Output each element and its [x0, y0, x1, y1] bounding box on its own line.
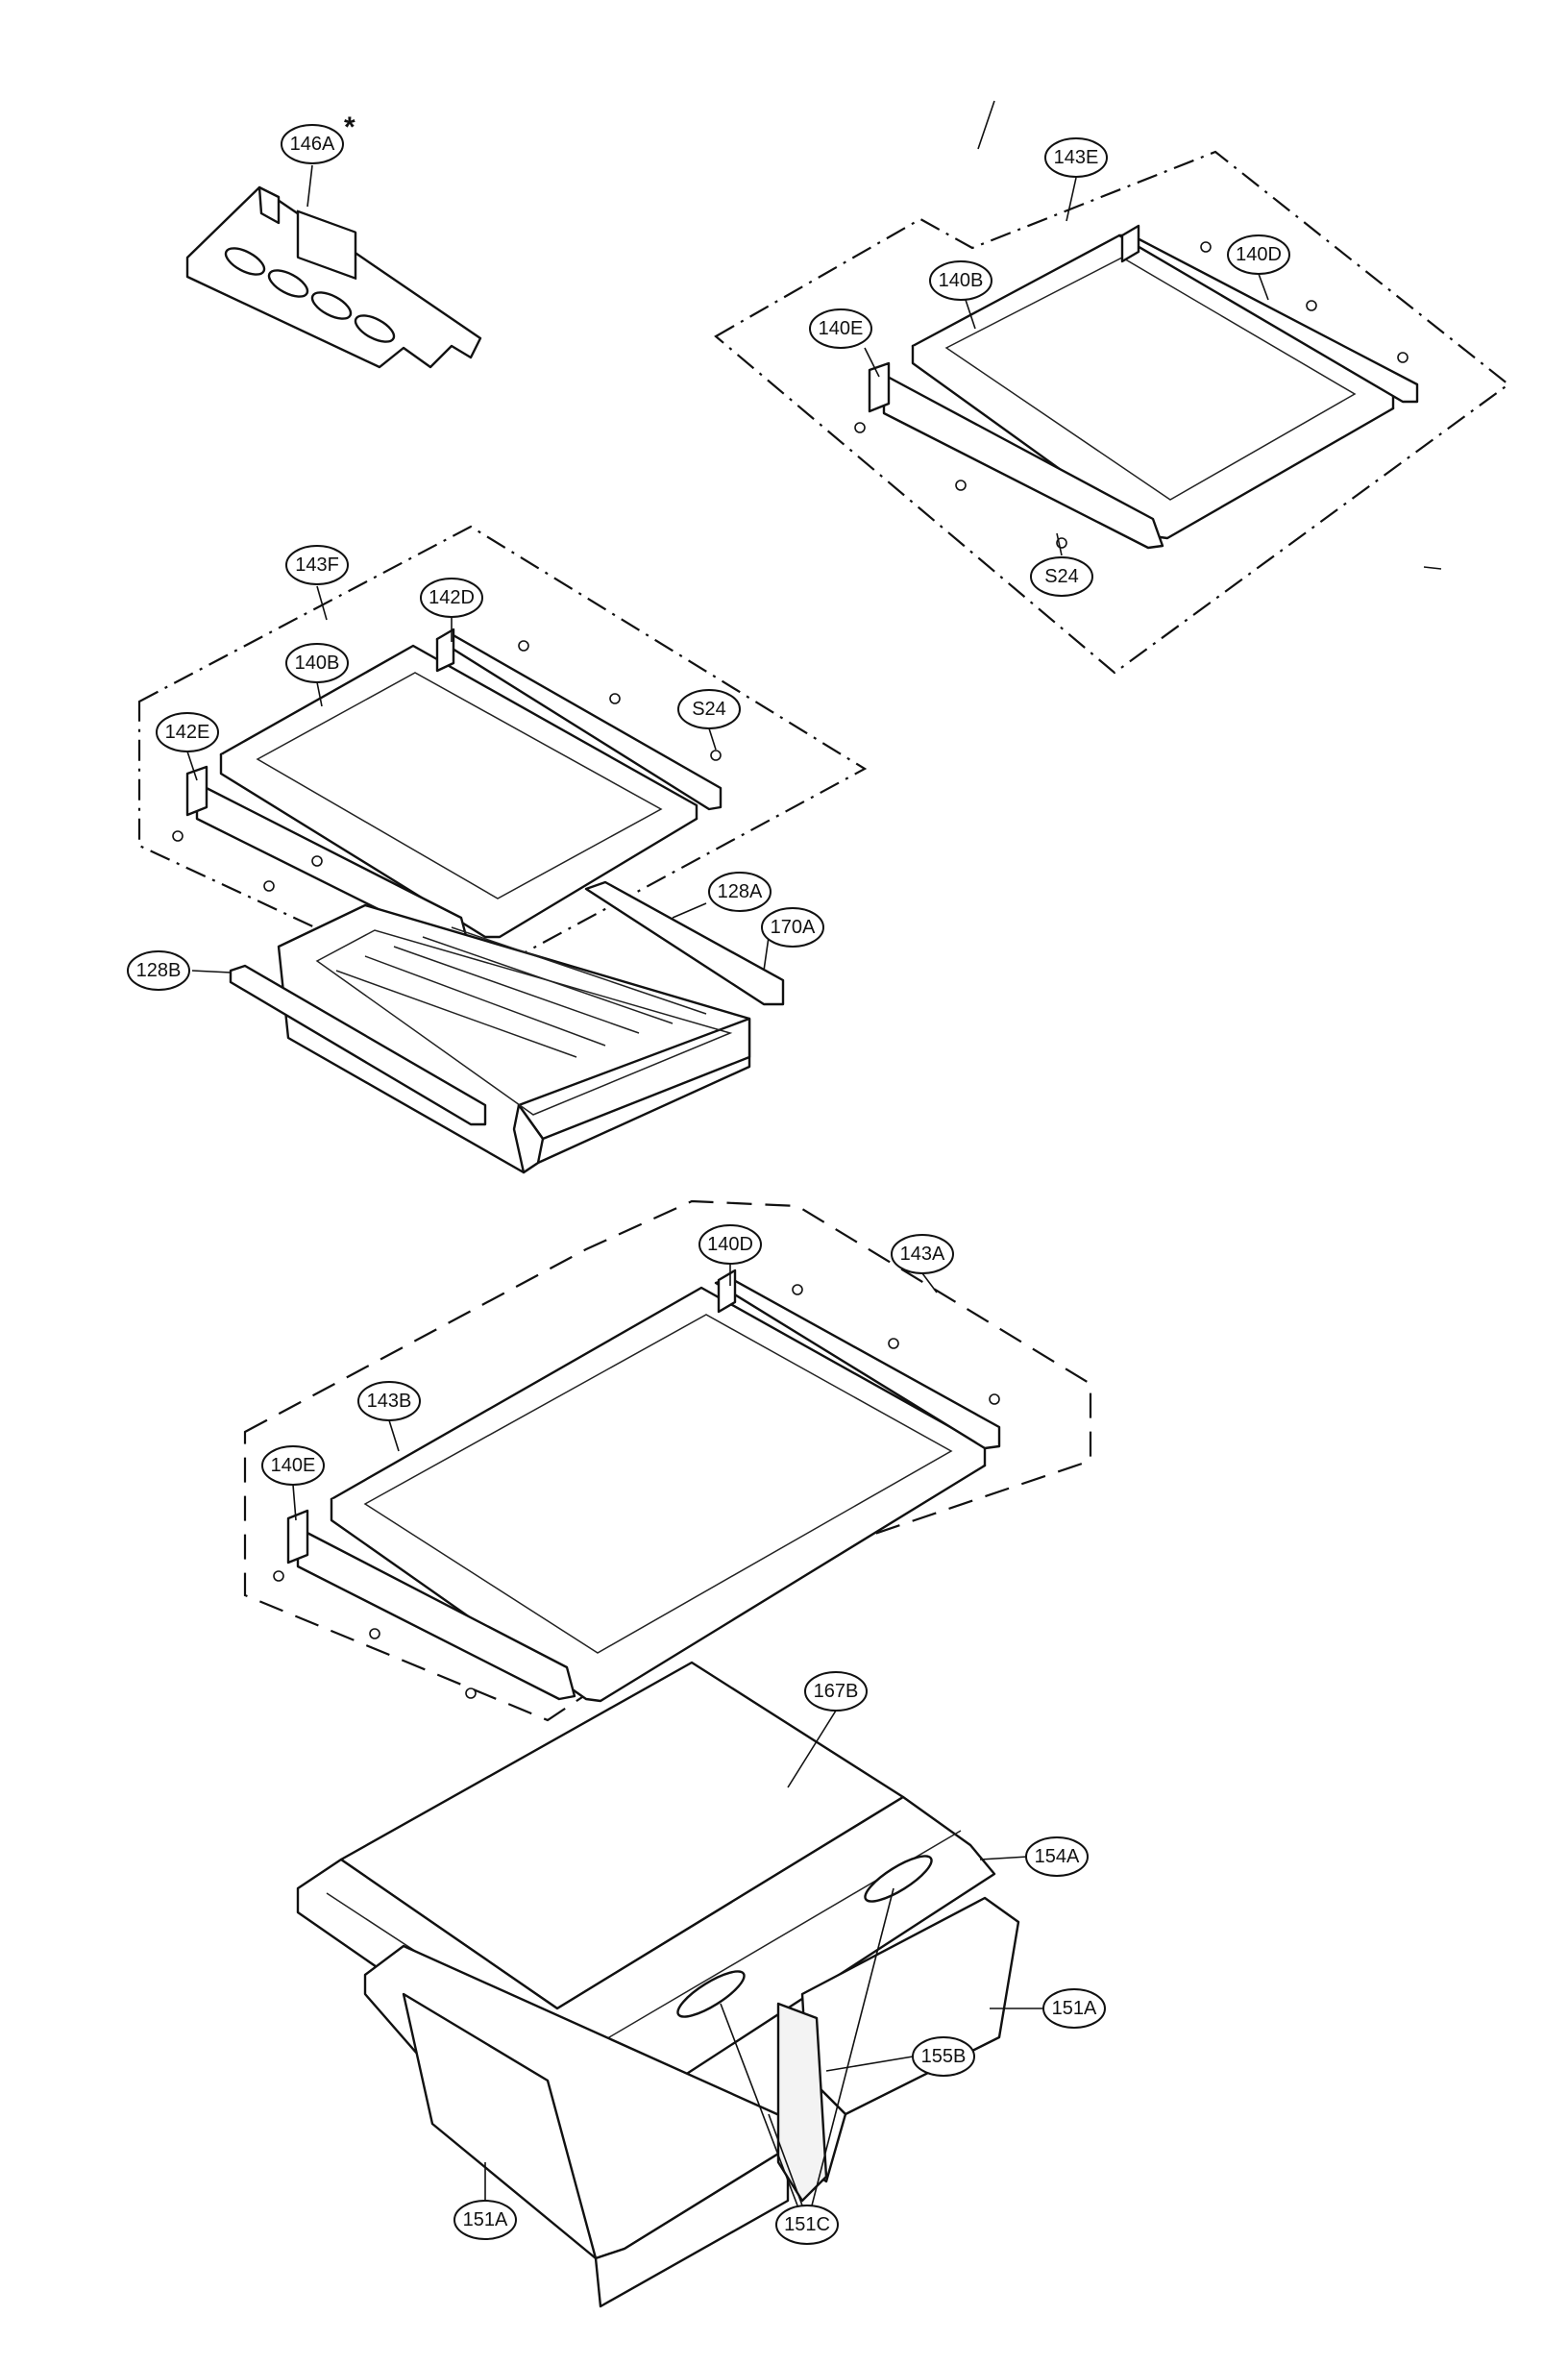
- callout-140D-top: 140D: [1227, 234, 1290, 275]
- callout-label: S24: [692, 699, 726, 720]
- callout-label: 128B: [136, 960, 182, 981]
- callout-142E: 142E: [156, 712, 219, 752]
- callout-label: 140D: [1236, 244, 1282, 265]
- callout-label: 170A: [771, 917, 816, 938]
- callout-140D-low: 140D: [698, 1224, 762, 1265]
- scan-mark: [977, 100, 995, 150]
- assembly-143F-middle-shelf: [137, 525, 868, 971]
- part-155B-divider: [776, 2002, 828, 2203]
- leader-lines: [186, 164, 1269, 2206]
- callout-label: 146A: [290, 134, 335, 155]
- callout-label: 155B: [921, 2046, 967, 2067]
- callout-140B-top: 140B: [929, 260, 992, 301]
- callout-142D: 142D: [420, 578, 483, 618]
- assembly-143E-top-shelf: [714, 150, 1510, 675]
- callout-label: 140B: [295, 653, 340, 674]
- callout-170A: 170A: [761, 907, 824, 948]
- callout-label: 167B: [814, 1681, 859, 1702]
- callout-140E-low: 140E: [261, 1445, 325, 1486]
- callout-label: 151A: [463, 2209, 508, 2230]
- callout-label: 142D: [429, 587, 475, 608]
- callout-label: 143B: [367, 1391, 412, 1412]
- callout-label: 151A: [1052, 1998, 1097, 2019]
- callout-128B: 128B: [127, 950, 190, 991]
- callout-label: 151C: [784, 2214, 830, 2235]
- part-151A-drawer-left: [363, 1944, 790, 2308]
- callout-143F: 143F: [285, 545, 349, 585]
- callout-151C: 151C: [775, 2205, 839, 2245]
- callout-label: 143F: [295, 554, 339, 576]
- assembly-143A-lower-shelf: [243, 1199, 1092, 1722]
- callout-140B-mid: 140B: [285, 643, 349, 683]
- callout-155B: 155B: [912, 2036, 975, 2077]
- callout-label: 140E: [271, 1455, 316, 1476]
- scan-mark: [1423, 566, 1442, 570]
- callout-140E-top: 140E: [809, 308, 872, 349]
- callout-146A: 146A *: [281, 111, 355, 164]
- callout-label: 140B: [939, 270, 984, 291]
- callout-label: 128A: [718, 881, 763, 902]
- callout-label: 140E: [819, 318, 864, 339]
- rail-128B: [229, 964, 487, 1126]
- callout-143A: 143A: [891, 1234, 954, 1274]
- part-154A-cover-frame: [296, 1795, 996, 2121]
- part-146A-rack: [185, 185, 482, 369]
- callout-154A: 154A: [1025, 1836, 1089, 1877]
- callout-label: 143E: [1054, 147, 1099, 168]
- callout-S24-mid: S24: [677, 689, 741, 729]
- callout-label: 140D: [707, 1234, 753, 1255]
- crisper-drawer: [277, 903, 751, 1174]
- callout-151A-right: 151A: [1042, 1988, 1106, 2029]
- callout-167B: 167B: [804, 1671, 868, 1712]
- callout-label: 154A: [1035, 1846, 1080, 1867]
- callout-151A-left: 151A: [453, 2200, 517, 2240]
- callout-S24-top: S24: [1030, 556, 1093, 597]
- rail-128A: [584, 880, 785, 1006]
- callout-143B: 143B: [357, 1381, 421, 1421]
- callout-label: 143A: [900, 1244, 945, 1265]
- callout-label: S24: [1044, 566, 1079, 587]
- callout-143E: 143E: [1044, 137, 1108, 178]
- callout-128A: 128A: [708, 872, 772, 912]
- callout-label: 142E: [165, 722, 210, 743]
- callout-asterisk: *: [344, 111, 355, 143]
